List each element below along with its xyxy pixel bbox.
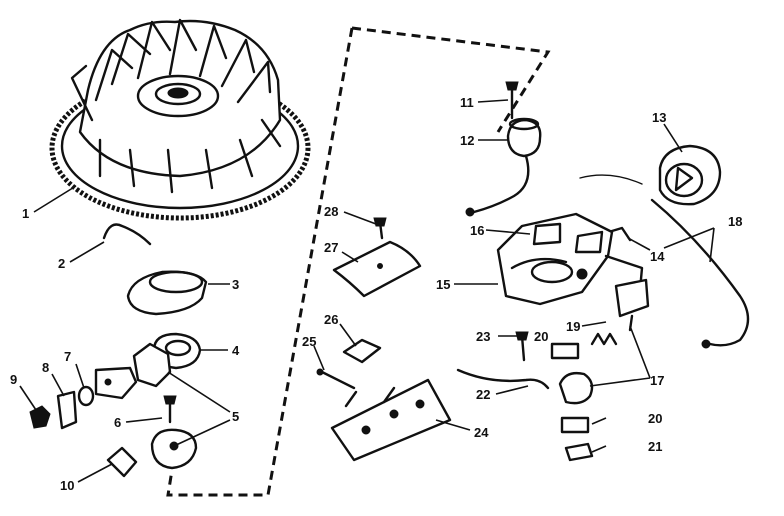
callout-14: 14 — [650, 249, 665, 264]
callout-20b: 20 — [648, 411, 662, 426]
bushing-part-26 — [342, 338, 382, 364]
component-group-outline — [166, 26, 551, 497]
cover-part-27 — [332, 240, 422, 298]
callout-13: 13 — [652, 110, 666, 125]
callout-18: 18 — [728, 214, 742, 229]
callout-9: 9 — [10, 372, 17, 387]
callout-labels: 1 2 3 4 5 6 7 8 9 10 11 12 13 14 15 16 1… — [10, 95, 742, 493]
callout-28: 28 — [324, 204, 338, 219]
callout-23: 23 — [476, 329, 490, 344]
pad-part-20 — [550, 342, 590, 434]
callout-24: 24 — [474, 425, 489, 440]
callout-12: 12 — [460, 133, 474, 148]
screw-part-11 — [505, 81, 519, 120]
flywheel-part — [49, 18, 311, 221]
screw-part-28 — [373, 217, 387, 240]
callout-8: 8 — [42, 360, 49, 375]
spring-part-19 — [590, 332, 618, 346]
nut-part-9 — [29, 405, 51, 429]
callout-25: 25 — [302, 334, 316, 349]
callout-6: 6 — [114, 415, 121, 430]
clip-part-21 — [564, 442, 594, 462]
callout-21: 21 — [648, 439, 662, 454]
bracket-part-5 — [94, 342, 198, 470]
wire-part-22 — [456, 368, 550, 390]
clip-part-2 — [102, 223, 152, 246]
callout-26: 26 — [324, 312, 338, 327]
screw-part-6 — [163, 395, 177, 424]
callout-4: 4 — [232, 343, 240, 358]
coil-part-13 — [579, 144, 722, 206]
condenser-part-12 — [465, 117, 542, 217]
wire-part-18 — [650, 198, 750, 347]
washer-part-7 — [77, 385, 95, 407]
callout-22: 22 — [476, 387, 490, 402]
callout-15: 15 — [436, 277, 450, 292]
washer-part-3 — [126, 270, 208, 316]
callout-19: 19 — [566, 319, 580, 334]
callout-11: 11 — [460, 95, 474, 110]
callout-2: 2 — [58, 256, 65, 271]
clip-part-10 — [106, 446, 138, 478]
callout-20a: 20 — [534, 329, 548, 344]
plate-part-8 — [56, 390, 78, 430]
callout-10: 10 — [60, 478, 74, 493]
callout-5: 5 — [232, 409, 239, 424]
callout-27: 27 — [324, 240, 338, 255]
callout-3: 3 — [232, 277, 239, 292]
pin-part-25 — [316, 368, 356, 390]
leader-lines — [19, 99, 715, 483]
callout-16: 16 — [470, 223, 484, 238]
plate-part-24 — [330, 378, 452, 462]
callout-17: 17 — [650, 373, 664, 388]
points-part-17 — [558, 278, 650, 405]
callout-1: 1 — [22, 206, 29, 221]
callout-7: 7 — [64, 349, 71, 364]
screw-part-23 — [515, 331, 529, 362]
